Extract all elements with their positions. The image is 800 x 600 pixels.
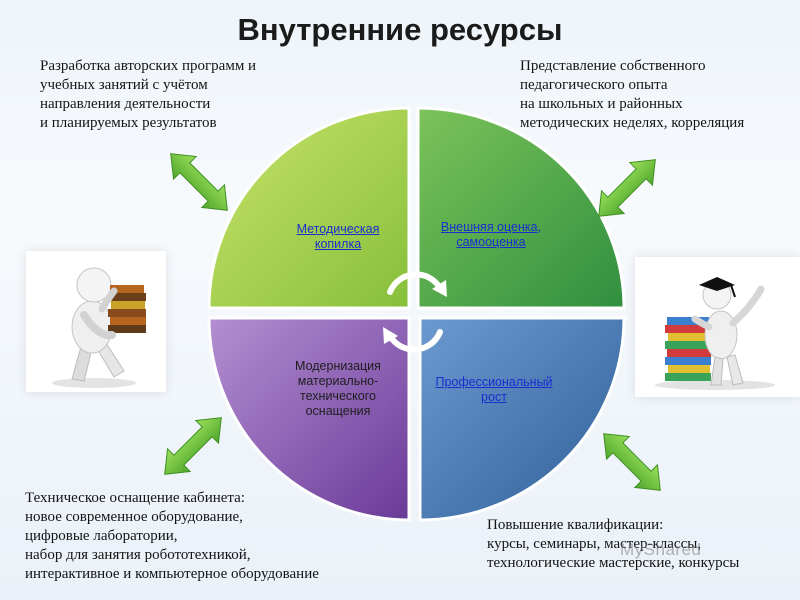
note-top-right: Представление собственного педагогическо… bbox=[520, 58, 745, 131]
quadrant-label-professional-growth[interactable]: Профессиональный рост bbox=[435, 375, 553, 404]
double-headed-arrow-icon bbox=[164, 417, 222, 475]
quadrant-top-left[interactable] bbox=[207, 106, 411, 310]
graduate-with-books-icon bbox=[655, 277, 775, 390]
quadrant-bottom-left[interactable] bbox=[207, 316, 411, 522]
quadrant-label-methodical-bank[interactable]: Методическая копилка bbox=[296, 222, 380, 251]
cycle-arrows-icon bbox=[383, 271, 447, 353]
watermark: MyShared bbox=[620, 540, 702, 559]
image-card-left bbox=[26, 251, 166, 392]
image-card-right bbox=[635, 257, 800, 397]
page-title: Внутренние ресурсы bbox=[237, 12, 563, 47]
double-headed-arrow-icon bbox=[598, 159, 656, 217]
double-headed-arrow-icon bbox=[170, 153, 228, 211]
note-bottom-left: Техническое оснащение кабинета: новое со… bbox=[25, 490, 319, 582]
person-carrying-books-icon bbox=[52, 267, 146, 388]
quadrant-top-right[interactable] bbox=[416, 106, 626, 310]
quadrant-label-modernization: Модернизация материально- технического о… bbox=[295, 359, 381, 418]
note-top-left: Разработка авторских программ и учебных … bbox=[40, 58, 257, 131]
double-headed-arrow-icon bbox=[603, 433, 661, 491]
quadrant-label-external-assessment[interactable]: Внешняя оценка, самооценка bbox=[440, 220, 542, 249]
note-bottom-right: Повышение квалификации: курсы, семинары,… bbox=[487, 517, 740, 571]
quadrant-bottom-right[interactable] bbox=[418, 316, 626, 522]
